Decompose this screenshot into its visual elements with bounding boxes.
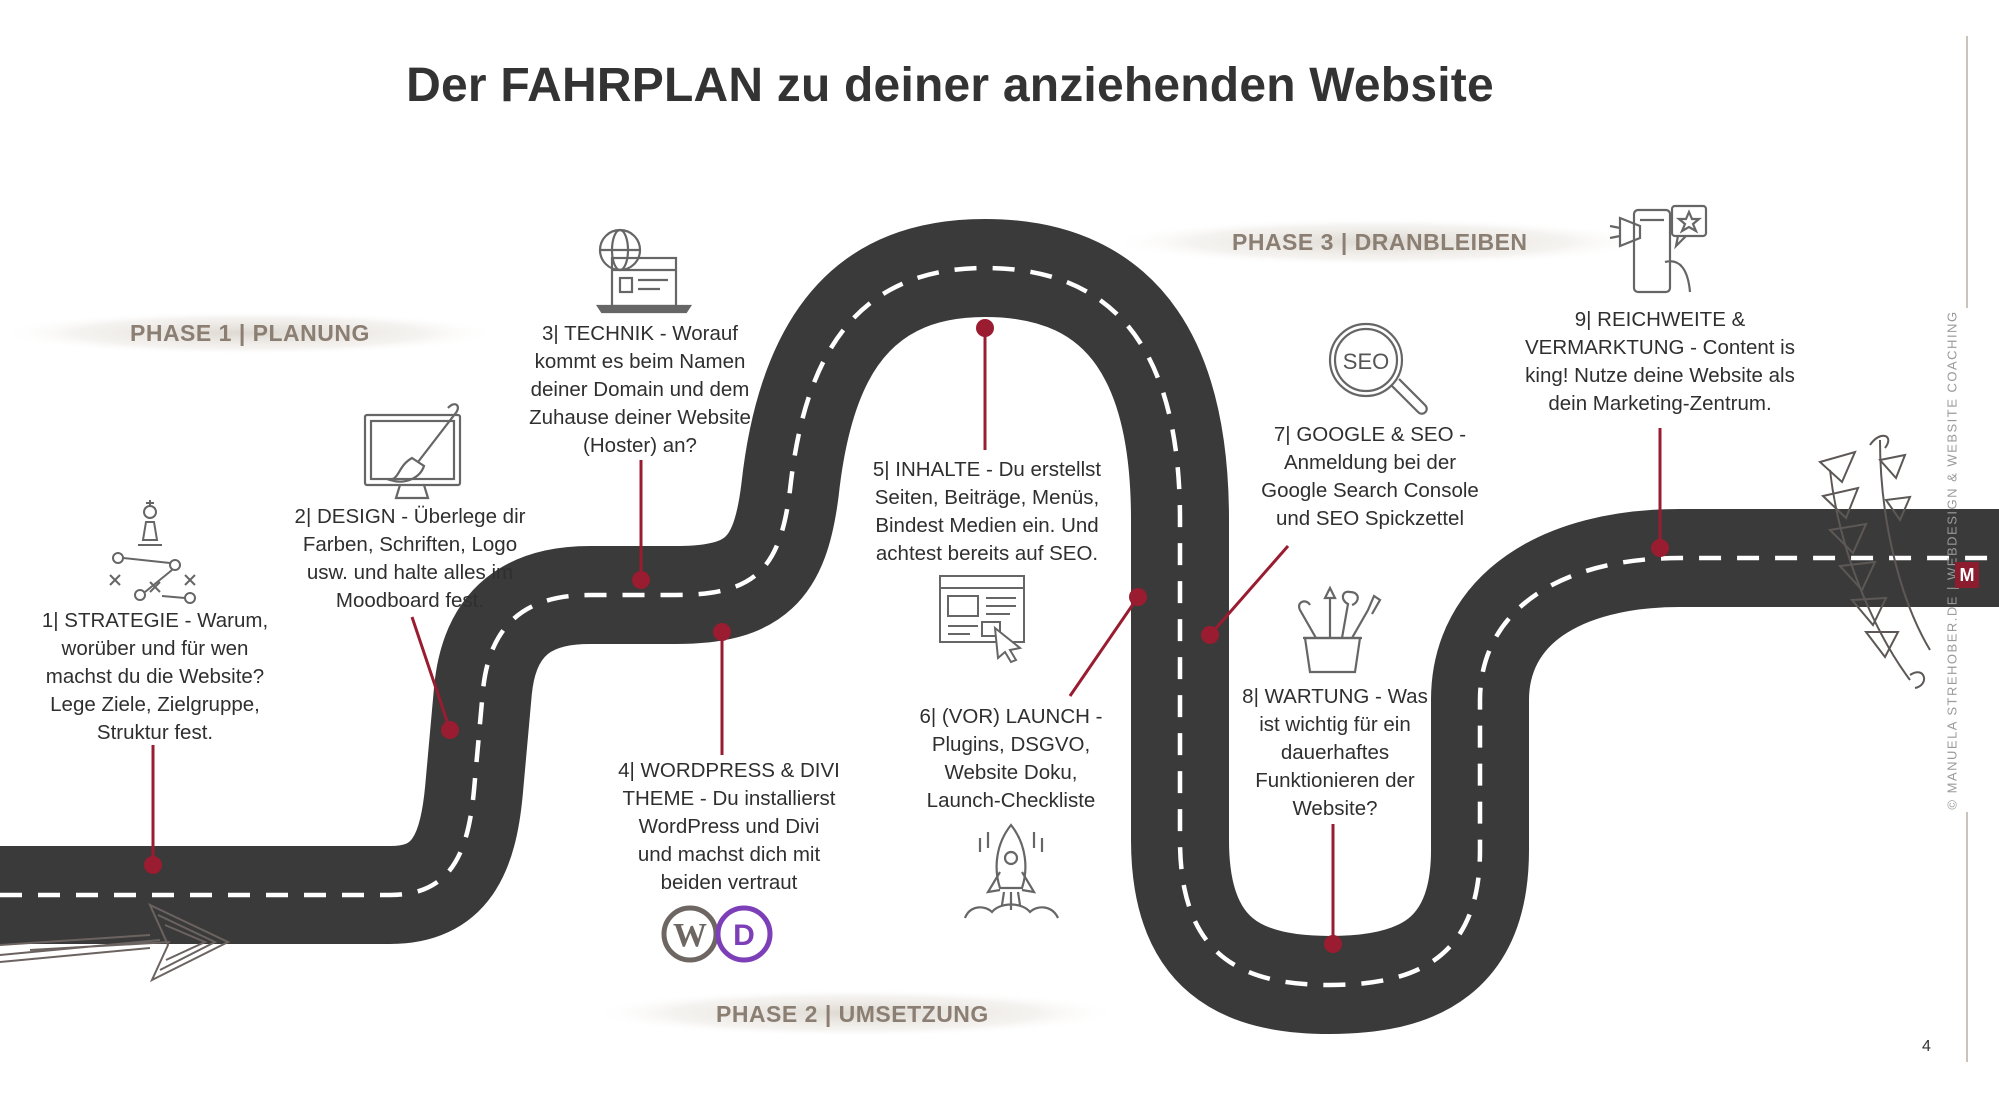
sidebar-divider-bottom: [1966, 812, 1968, 1062]
wordpress-divi-icon: W D: [661, 905, 773, 963]
phase3-highlight: [1110, 218, 1650, 266]
step-markers: [144, 319, 1669, 953]
scribble-arrow-icon: [0, 902, 231, 983]
toolbox-icon: [1298, 585, 1382, 674]
page-title: Der FAHRPLAN zu deiner anziehenden Websi…: [406, 59, 1494, 112]
step-3-technik: 3| TECHNIK - Worauf kommt es beim Namen …: [529, 322, 751, 457]
seo-label: SEO: [1343, 349, 1389, 374]
copyright-vertical: © MANUELA STREHOBER.DE | WEBDESIGN & WEB…: [1944, 310, 1960, 810]
phase-2-label: PHASE 2 | UMSETZUNG: [716, 1001, 989, 1027]
phase1-highlight: [0, 311, 500, 355]
rocket-icon: [963, 823, 1059, 919]
sidebar-divider-top: [1966, 36, 1968, 308]
bunting-flags-icon: [1817, 434, 1931, 689]
monitor-brush-icon: [363, 403, 462, 500]
marketing-phone-icon: [1609, 204, 1708, 294]
road-center-line: [0, 265, 1999, 988]
step-8-wartung: 8| WARTUNG - Was ist wichtig für ein dau…: [1242, 685, 1428, 820]
divi-letter: D: [733, 919, 755, 952]
step-6-launch: 6| (VOR) LAUNCH - Plugins, DSGVO, Websit…: [919, 705, 1103, 812]
step-1-strategie: 1| STRATEGIE - Warum, worüber und für we…: [41, 609, 269, 744]
step-7-google-seo: 7| GOOGLE & SEO - Anmeldung bei der Goog…: [1261, 423, 1479, 530]
web-content-icon: [939, 575, 1025, 664]
phase-1-label: PHASE 1 | PLANUNG: [130, 320, 370, 346]
phase2-highlight: [590, 989, 1120, 1037]
step-4-wordpress-divi: 4| WORDPRESS & DIVI THEME - Du installie…: [618, 759, 840, 894]
strategy-chess-icon: [109, 500, 196, 604]
phase-3-label: PHASE 3 | DRANBLEIBEN: [1232, 229, 1528, 255]
step-9-reichweite: 9| REICHWEITE & VERMARKTUNG - Content is…: [1525, 308, 1795, 415]
seo-magnifier-icon: SEO: [1328, 322, 1428, 415]
step-5-inhalte: 5| INHALTE - Du erstellst Seiten, Beiträ…: [872, 458, 1102, 565]
brand-logo: M: [1955, 562, 1979, 588]
page-number: 4: [1922, 1038, 1931, 1055]
step-2-design: 2| DESIGN - Überlege dir Farben, Schrift…: [294, 505, 526, 612]
wordpress-letter: W: [673, 917, 707, 954]
web-hosting-icon: [595, 228, 693, 314]
